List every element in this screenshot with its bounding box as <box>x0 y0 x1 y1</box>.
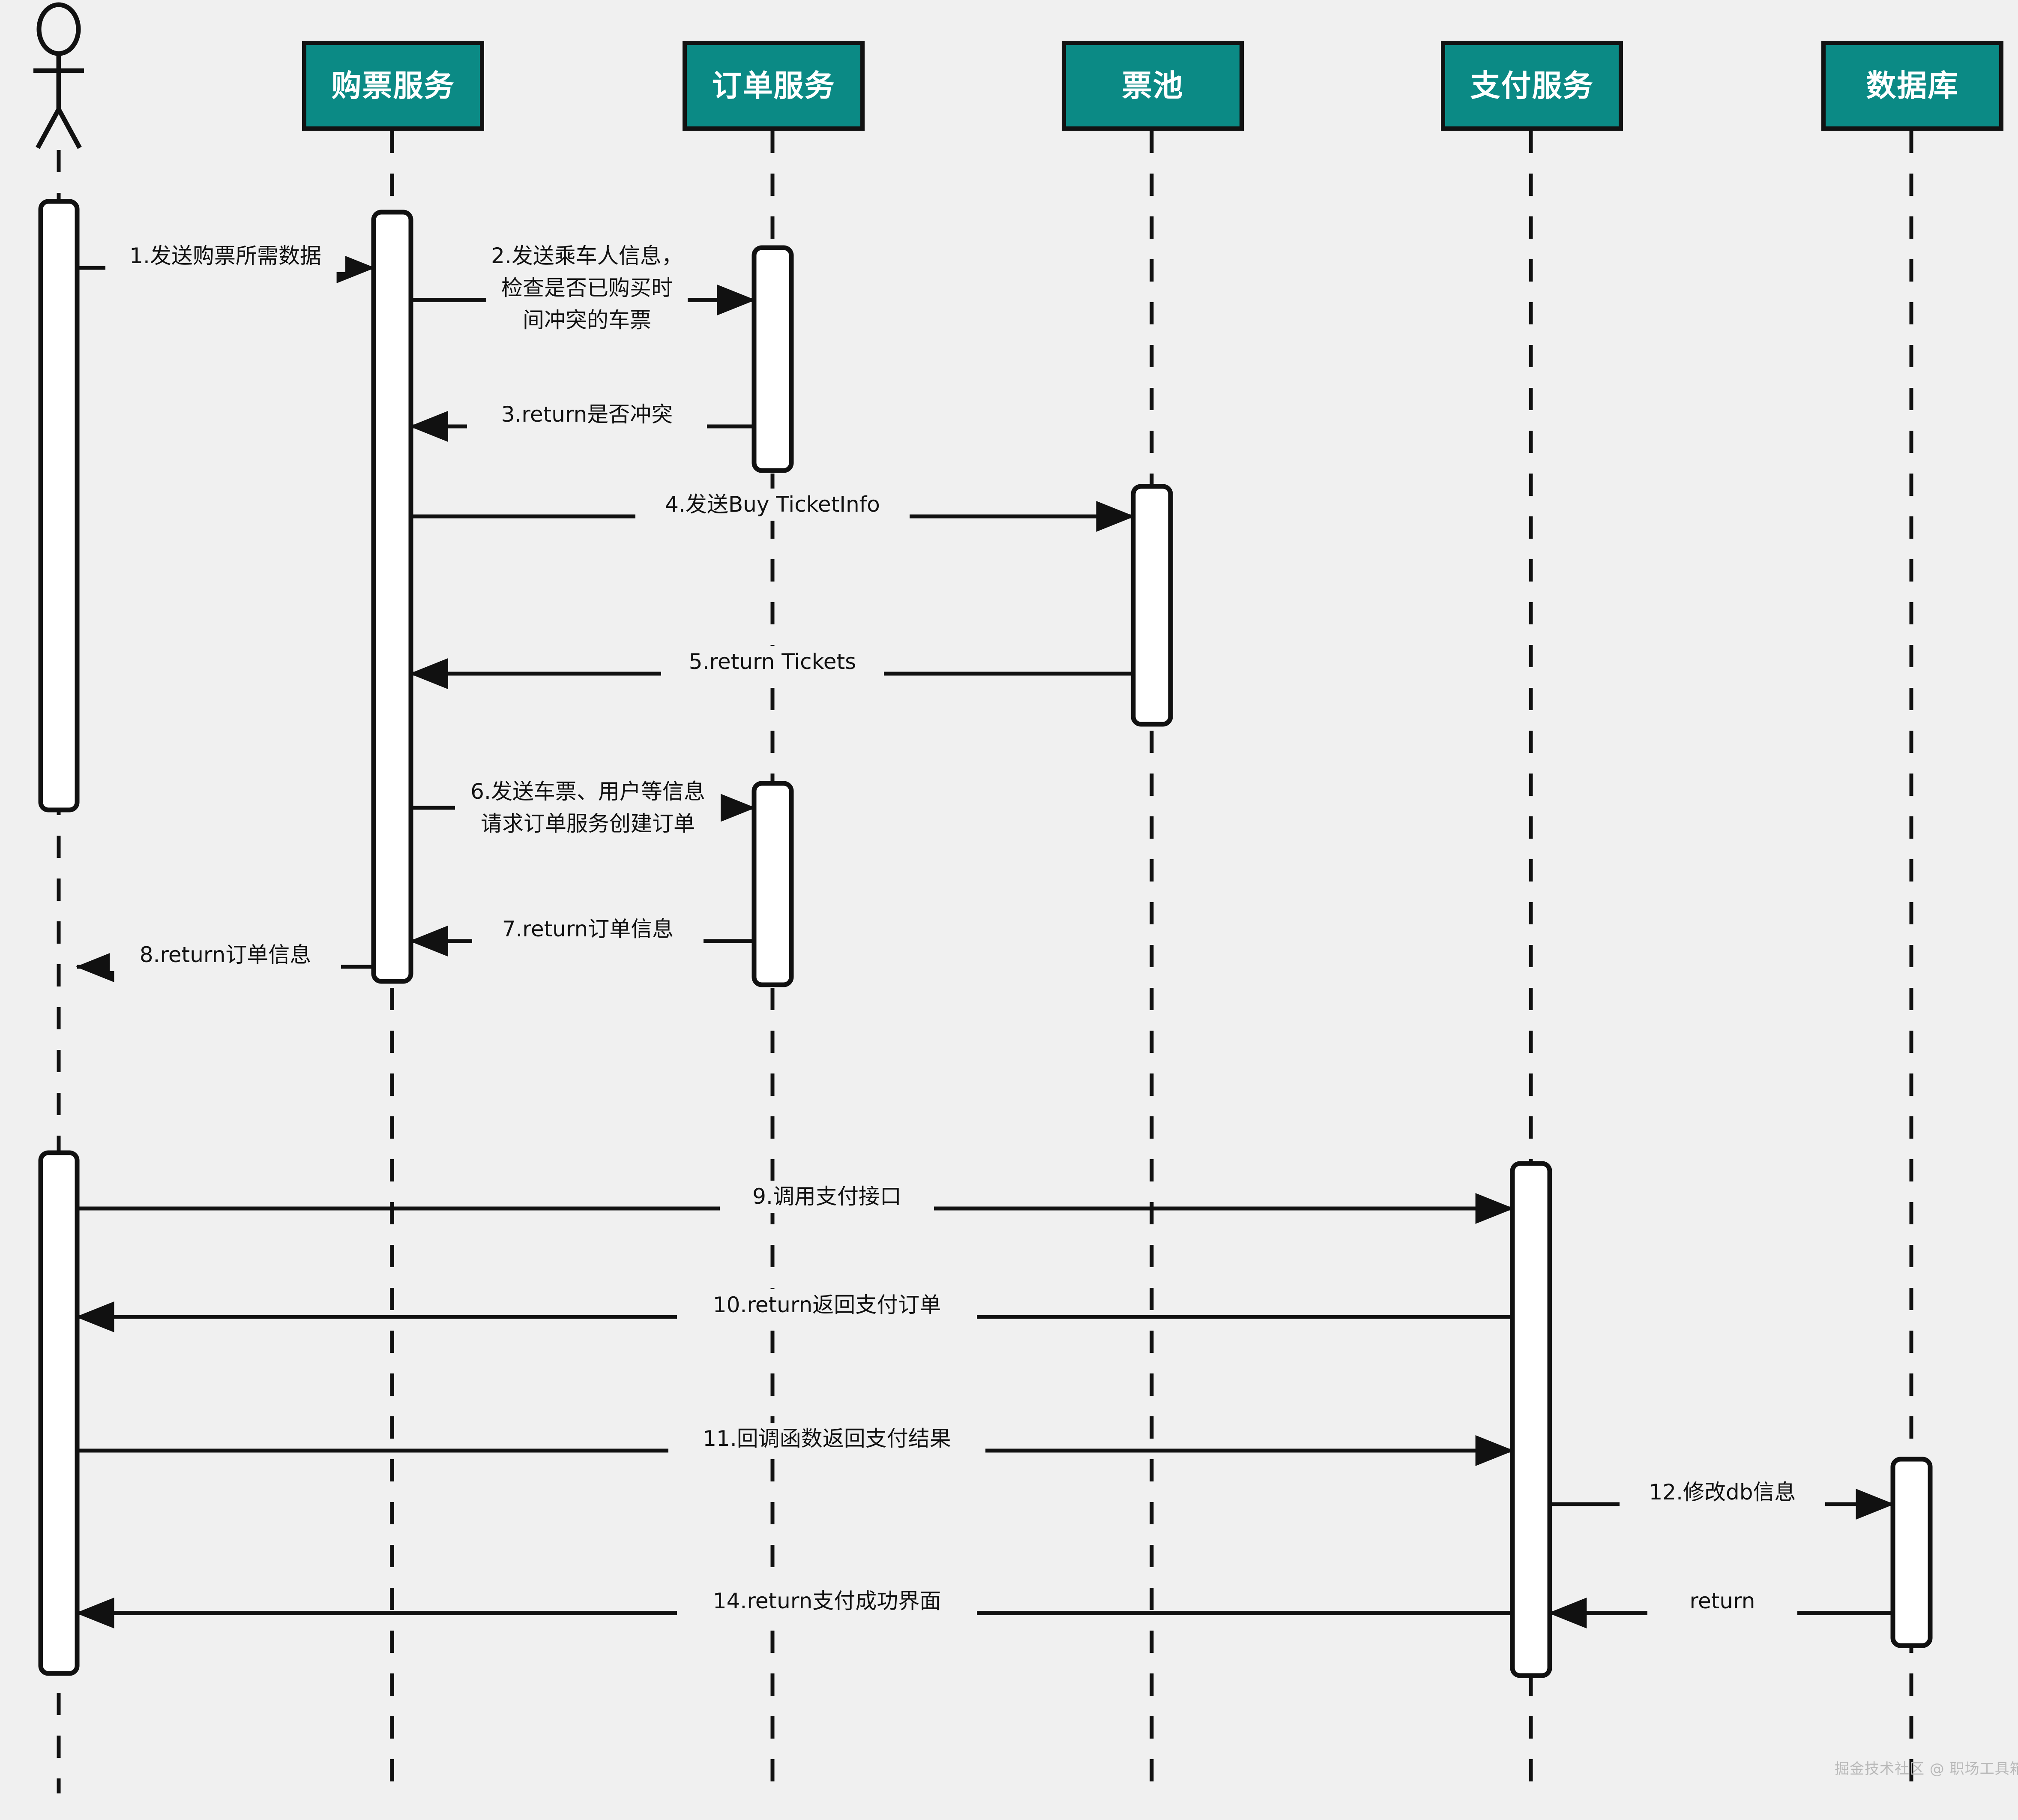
message-label-1: 1.发送购票所需数据 <box>105 240 345 272</box>
participant-box-db[interactable]: 数据库 <box>1821 41 2003 131</box>
message-arrows-group <box>75 252 1895 1628</box>
message-label-11: 11.回调函数返回支付结果 <box>668 1423 985 1455</box>
participant-label-order: 订单服务 <box>712 68 835 103</box>
message-label-8: 8.return订单信息 <box>110 939 341 971</box>
message-label-9: 9.调用支付接口 <box>720 1181 934 1213</box>
activation-bar-actor-5 <box>38 1150 80 1676</box>
message-label-4: 4.发送Buy TicketInfo <box>635 489 910 521</box>
message-label-12: 12.修改db信息 <box>1620 1476 1825 1508</box>
actor-stick-figure <box>33 2 84 149</box>
watermark-text: 掘金技术社区 @ 职场工具箱 <box>1835 1760 2018 1778</box>
message-label-2: 2.发送乘车人信息， 检查是否已购买时 间冲突的车票 <box>486 240 688 336</box>
activation-bar-order-4 <box>752 781 794 987</box>
activation-bar-pool-3 <box>1131 484 1173 727</box>
participant-label-payment: 支付服务 <box>1470 68 1594 103</box>
activation-bar-payment-6 <box>1510 1161 1552 1678</box>
activation-bars-group <box>38 199 1933 1678</box>
participant-box-pool[interactable]: 票池 <box>1062 41 1244 131</box>
participant-box-ticket[interactable]: 购票服务 <box>302 41 484 131</box>
message-label-10: 10.return返回支付订单 <box>677 1289 977 1321</box>
participant-label-db: 数据库 <box>1866 68 1959 103</box>
message-label-14: 14.return支付成功界面 <box>677 1585 977 1617</box>
activation-bar-order-2 <box>752 245 794 473</box>
message-label-5: 5.return Tickets <box>661 646 884 678</box>
message-label-7: 7.return订单信息 <box>472 913 704 945</box>
message-label-6: 6.发送车票、用户等信息 请求订单服务创建订单 <box>455 776 721 840</box>
participant-label-ticket: 购票服务 <box>331 68 455 103</box>
activation-bar-db-7 <box>1890 1457 1933 1648</box>
participant-label-pool: 票池 <box>1122 68 1184 103</box>
message-label-3: 3.return是否冲突 <box>467 399 707 431</box>
activation-bar-ticket-1 <box>371 210 413 984</box>
participant-box-order[interactable]: 订单服务 <box>683 41 865 131</box>
participant-box-payment[interactable]: 支付服务 <box>1441 41 1623 131</box>
activation-bar-actor-0 <box>38 199 80 813</box>
message-label-13: return <box>1647 1585 1797 1617</box>
